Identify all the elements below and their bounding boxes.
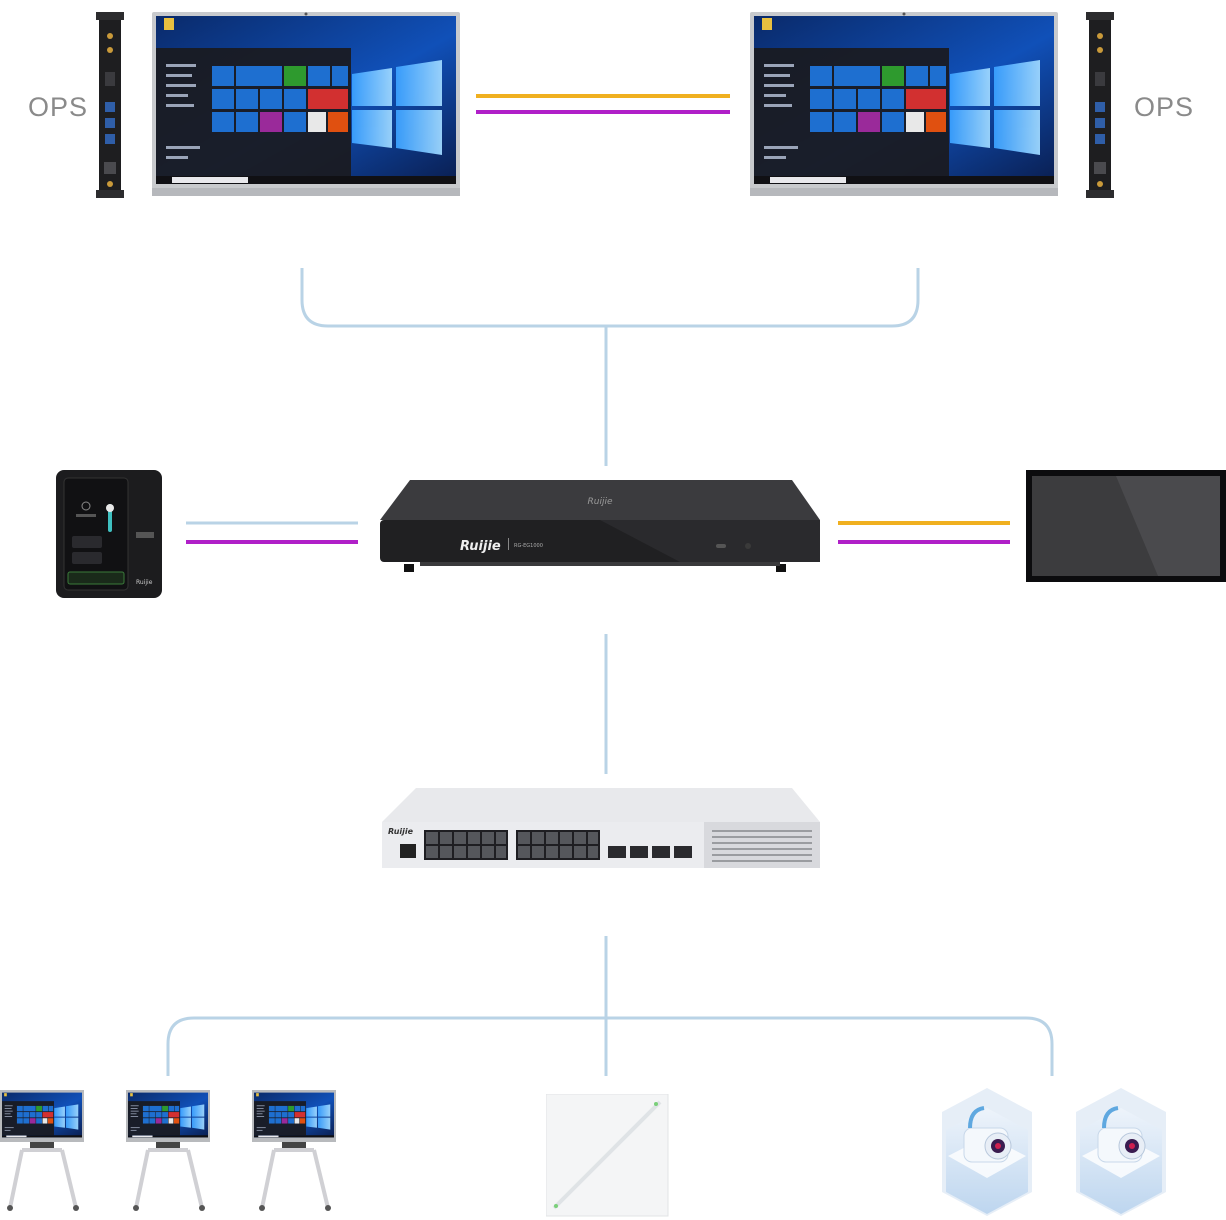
interactive-display-right bbox=[750, 12, 1058, 196]
switch-brand: Ruijie bbox=[388, 827, 414, 836]
link-top-bracket bbox=[300, 268, 920, 328]
camera-module-2 bbox=[1076, 1088, 1166, 1216]
camera-module-1 bbox=[942, 1088, 1032, 1216]
router-model: RG-EG1000 bbox=[514, 543, 543, 549]
interactive-display-left bbox=[152, 12, 460, 196]
panel-brand-logo: Ruijie bbox=[136, 579, 153, 586]
wall-display bbox=[1026, 470, 1226, 582]
touch-control-panel: Ruijie bbox=[56, 470, 162, 598]
ops-label-right: OPS bbox=[1134, 92, 1195, 122]
ceiling-access-point bbox=[546, 1094, 669, 1217]
display-on-stand-2 bbox=[126, 1090, 210, 1211]
ops-label-left: OPS bbox=[28, 92, 89, 122]
poe-switch: Ruijie bbox=[382, 788, 820, 868]
link-bottom-bracket bbox=[166, 1016, 1054, 1076]
router-front-brand: Ruijie bbox=[460, 539, 501, 554]
ops-box-right bbox=[1086, 12, 1114, 198]
router-top-brand: Ruijie bbox=[588, 497, 613, 507]
display-on-stand-3 bbox=[252, 1090, 336, 1211]
gateway-router: Ruijie Ruijie RG-EG1000 bbox=[380, 480, 820, 572]
display-on-stand-1 bbox=[0, 1090, 84, 1211]
ops-box-left bbox=[96, 12, 124, 198]
